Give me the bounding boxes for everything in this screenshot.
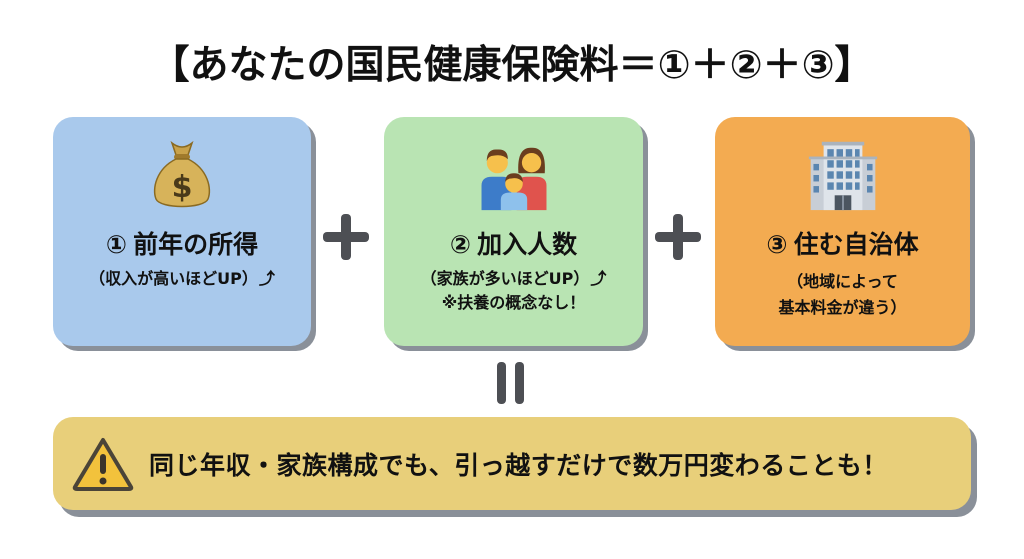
card-title: 住む自治体 [793,230,919,259]
warning-banner: 同じ年収・家族構成でも、引っ越すだけで数万円変わることも！ [53,417,971,510]
card-description-line: （家族が多いほどUP） [420,269,590,288]
card-description: （地域によって 基本料金が違う） [778,269,906,321]
warning-message: 同じ年収・家族構成でも、引っ越すだけで数万円変わることも！ [149,450,888,480]
card-description: （家族が多いほどUP）⤴ ※扶養の概念なし！ [421,267,607,315]
svg-text:$: $ [172,170,193,205]
up-arrow-icon: ⤴ [258,269,275,288]
card-description-line: （地域によって [787,272,898,291]
card-note: ※扶養の概念なし！ [441,293,586,312]
equals-operator [497,362,525,404]
plus-operator [323,214,369,260]
card-description-line: （収入が高いほどUP） [89,269,258,288]
family-icon [478,135,550,215]
card-title: 前年の所得 [133,230,259,259]
up-arrow-icon: ⤴ [590,269,607,288]
plus-operator [655,214,701,260]
page-title: 【あなたの国民健康保険料＝①＋②＋③】 [150,43,874,88]
card-description: （収入が高いほどUP）⤴ [89,267,275,291]
office-building-icon [807,135,879,215]
card-number: ③ [766,230,788,259]
card-title: 加入人数 [477,230,578,259]
card-description-line: 基本料金が違う） [778,298,907,317]
money-bag-icon: $ [146,135,218,215]
card-number: ① [105,230,128,259]
warning-icon [71,436,135,492]
card-number: ② [449,230,472,259]
